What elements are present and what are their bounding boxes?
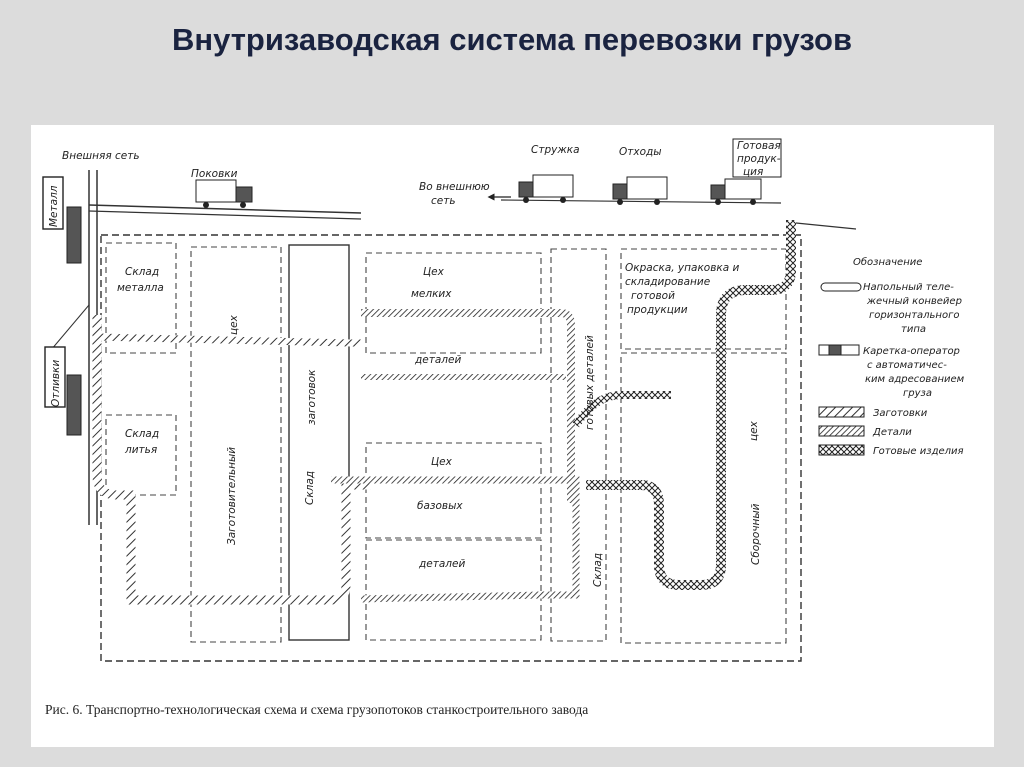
external-network-label: Внешняя сеть [62, 150, 140, 162]
transport-scheme-diagram: Внешняя сеть Металл Отливки Поковки Стру… [42, 138, 965, 662]
blanking-shop-label-2: цех [228, 314, 240, 335]
finished-parts-warehouse-label-1: Склад [592, 553, 604, 587]
finished-flow [572, 220, 796, 590]
castings-warehouse-label-2: литья [124, 444, 157, 456]
parts-legend-icon [818, 425, 865, 437]
painting-label-4: продукции [627, 304, 688, 316]
blanks-warehouse-label-1: Склад [304, 471, 316, 505]
zones [105, 242, 787, 644]
finished-products-label-1: Готовая [737, 140, 781, 152]
forgings-label: Поковки [191, 168, 238, 180]
painting-zone [620, 248, 787, 350]
blanks-flow [92, 315, 371, 605]
forgings-truck: Поковки [191, 168, 253, 208]
finished-parts-warehouse-zone [550, 248, 607, 642]
base-parts-label-1: Цех [431, 456, 453, 468]
legend-title: Обозначение [853, 256, 922, 268]
to-external-network-label-2: сеть [431, 195, 456, 207]
legend-conveyor-4: типа [901, 324, 926, 335]
base-parts-label-2: базовых [417, 500, 463, 512]
blanks-warehouse-label-2: заготовок [306, 369, 318, 425]
legend-blanks: Заготовки [873, 408, 928, 419]
parts-flow [331, 309, 580, 603]
metal-warehouse-label-2: металла [117, 282, 164, 294]
small-parts-label-3: деталей [414, 354, 461, 366]
legend-conveyor-1: Напольный теле- [863, 282, 954, 293]
slide-title: Внутризаводская система перевозки грузов [171, 22, 853, 57]
castings-warehouse-zone [105, 414, 177, 496]
legend-conveyor-2: жечный конвейер [866, 296, 962, 307]
waste-label: Отходы [619, 146, 662, 158]
chips-truck: Стружка [518, 144, 580, 203]
legend-carriage-3: ким адресованием [865, 374, 965, 385]
metal-warehouse-label-1: Склад [125, 266, 159, 278]
base-parts-label-3: деталей [418, 558, 465, 570]
painting-label-2: складирование [625, 276, 710, 288]
blanking-shop-label: Заготовительный [226, 447, 238, 545]
to-external-network-arrow: Во внешнюю сеть [419, 181, 511, 207]
to-external-network-label-1: Во внешнюю [419, 181, 490, 193]
blanks-legend-icon [818, 406, 865, 418]
assembly-zone [620, 352, 787, 644]
assembly-label-1: Сборочный [750, 503, 762, 565]
finished-products-truck: Готовая продук- ция [710, 138, 782, 205]
waste-truck: Отходы [612, 146, 668, 205]
metal-truck-label: Металл [48, 185, 60, 227]
small-parts-label-1: Цех [423, 266, 445, 278]
legend-parts: Детали [872, 427, 912, 438]
finished-products-label-3: ция [743, 166, 763, 178]
external-rail-network [50, 170, 857, 525]
legend: Обозначение Напольный теле- жечный конве… [818, 256, 965, 457]
small-parts-zone [365, 252, 542, 354]
legend-carriage-2: с автоматичес- [867, 360, 947, 371]
legend-conveyor-3: горизонтального [869, 310, 959, 321]
painting-label-3: готовой [631, 290, 675, 302]
chips-label: Стружка [531, 144, 580, 156]
metal-truck: Металл [42, 176, 82, 264]
legend-carriage-1: Каретка-оператор [863, 346, 960, 357]
conveyor-legend-icon [820, 282, 862, 292]
castings-warehouse-label-1: Склад [125, 428, 159, 440]
diagram-panel: Внешняя сеть Металл Отливки Поковки Стру… [31, 125, 994, 747]
painting-label-1: Окраска, упаковка и [625, 262, 740, 274]
blanks-warehouse-building [288, 244, 350, 641]
castings-truck: Отливки [44, 346, 82, 436]
castings-truck-label: Отливки [50, 360, 62, 407]
legend-finished: Готовые изделия [873, 446, 964, 457]
base-parts-zone [365, 442, 542, 539]
finished-products-label-2: продук- [737, 153, 781, 165]
blanking-shop-zone [190, 246, 282, 643]
legend-carriage-4: груза [903, 388, 932, 399]
metal-warehouse-zone [105, 242, 177, 354]
finished-parts-warehouse-label-2: готовых деталей [584, 335, 596, 430]
assembly-label-2: цех [748, 420, 760, 441]
base-parts-zone-2 [365, 539, 542, 641]
figure-caption: Рис. 6. Транспортно-технологическая схем… [45, 702, 589, 717]
finished-legend-icon [818, 444, 865, 456]
small-parts-label-2: мелких [411, 288, 452, 300]
